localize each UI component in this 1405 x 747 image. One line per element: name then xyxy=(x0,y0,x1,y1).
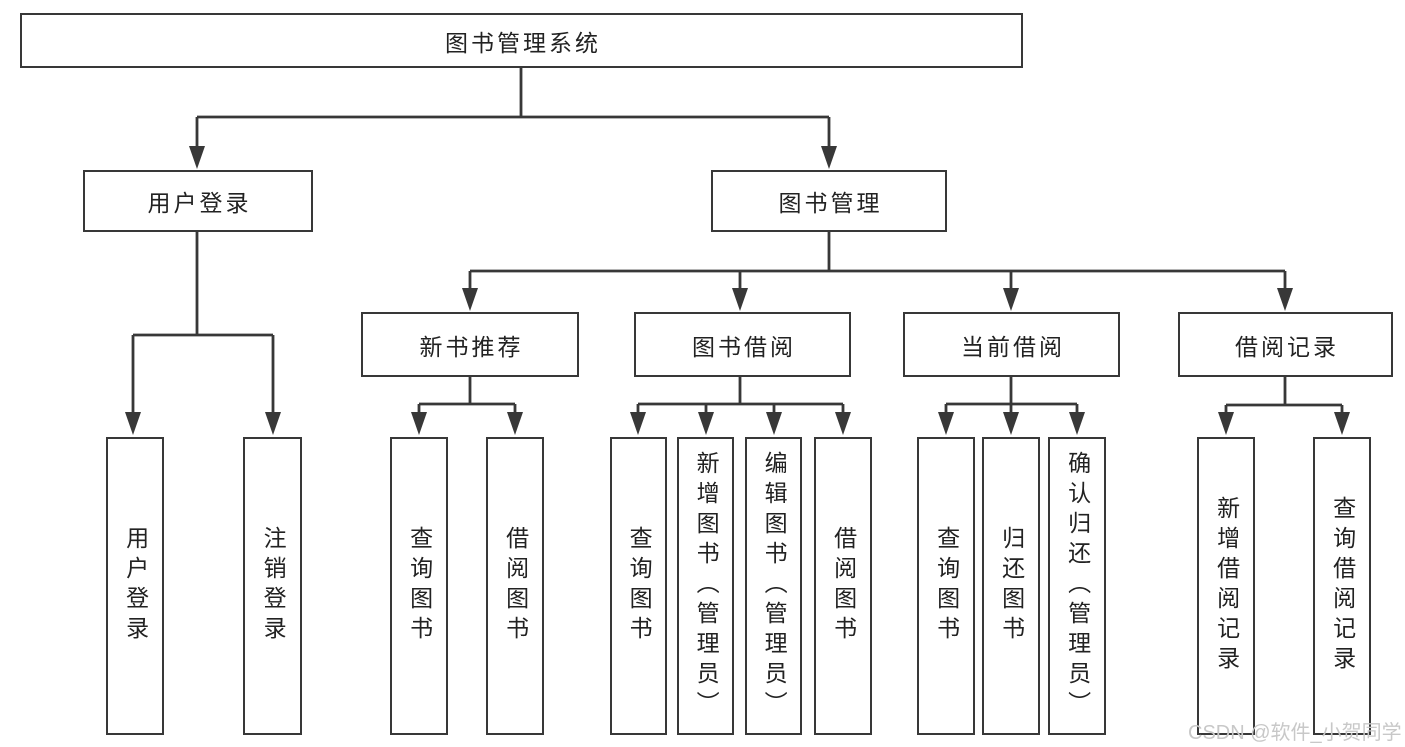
node-borrow-records-label: 借阅记录 xyxy=(1235,333,1339,360)
leaf-edit-books-admin-label: 编辑图书（管理员） xyxy=(761,451,788,721)
leaf-query-books-1: 查询图书 xyxy=(390,437,448,735)
leaf-confirm-return-admin: 确认归还（管理员） xyxy=(1048,437,1106,735)
node-current-borrow: 当前借阅 xyxy=(903,312,1120,377)
leaf-borrow-books-1-label: 借阅图书 xyxy=(502,526,529,646)
leaf-add-borrow-record-label: 新增借阅记录 xyxy=(1213,496,1240,676)
node-book-management: 图书管理 xyxy=(711,170,947,232)
leaf-query-books-2: 查询图书 xyxy=(610,437,667,735)
node-new-book-recommend: 新书推荐 xyxy=(361,312,579,377)
leaf-user-login-label: 用户登录 xyxy=(122,526,149,646)
leaf-logout-label: 注销登录 xyxy=(260,526,287,646)
leaf-add-borrow-record: 新增借阅记录 xyxy=(1197,437,1255,735)
leaf-query-books-3: 查询图书 xyxy=(917,437,975,735)
leaf-add-books-admin: 新增图书（管理员） xyxy=(677,437,734,735)
leaf-edit-books-admin: 编辑图书（管理员） xyxy=(745,437,802,735)
leaf-return-books-label: 归还图书 xyxy=(998,526,1025,646)
leaf-borrow-books-2: 借阅图书 xyxy=(814,437,872,735)
node-book-management-label: 图书管理 xyxy=(778,190,883,216)
node-new-book-recommend-label: 新书推荐 xyxy=(419,333,524,360)
node-borrow-records: 借阅记录 xyxy=(1178,312,1393,377)
leaf-query-books-3-label: 查询图书 xyxy=(933,526,960,646)
leaf-borrow-books-2-label: 借阅图书 xyxy=(830,526,857,646)
node-user-login: 用户登录 xyxy=(83,170,313,232)
node-book-borrow: 图书借阅 xyxy=(634,312,851,377)
leaf-borrow-books-1: 借阅图书 xyxy=(486,437,544,735)
leaf-user-login: 用户登录 xyxy=(106,437,164,735)
leaf-query-books-2-label: 查询图书 xyxy=(626,526,653,646)
node-book-borrow-label: 图书借阅 xyxy=(692,333,796,360)
leaf-return-books: 归还图书 xyxy=(982,437,1040,735)
csdn-watermark: CSDN @软件_小贺同学 xyxy=(1188,722,1402,744)
leaf-logout: 注销登录 xyxy=(243,437,302,735)
node-root: 图书管理系统 xyxy=(20,13,1023,68)
node-user-login-label: 用户登录 xyxy=(147,190,252,216)
node-current-borrow-label: 当前借阅 xyxy=(961,333,1065,360)
leaf-query-borrow-record: 查询借阅记录 xyxy=(1313,437,1371,735)
node-root-label: 图书管理系统 xyxy=(445,29,601,56)
leaf-confirm-return-admin-label: 确认归还（管理员） xyxy=(1064,451,1091,721)
leaf-add-books-admin-label: 新增图书（管理员） xyxy=(693,451,720,721)
leaf-query-borrow-record-label: 查询借阅记录 xyxy=(1329,496,1356,676)
leaf-query-books-1-label: 查询图书 xyxy=(406,526,433,646)
